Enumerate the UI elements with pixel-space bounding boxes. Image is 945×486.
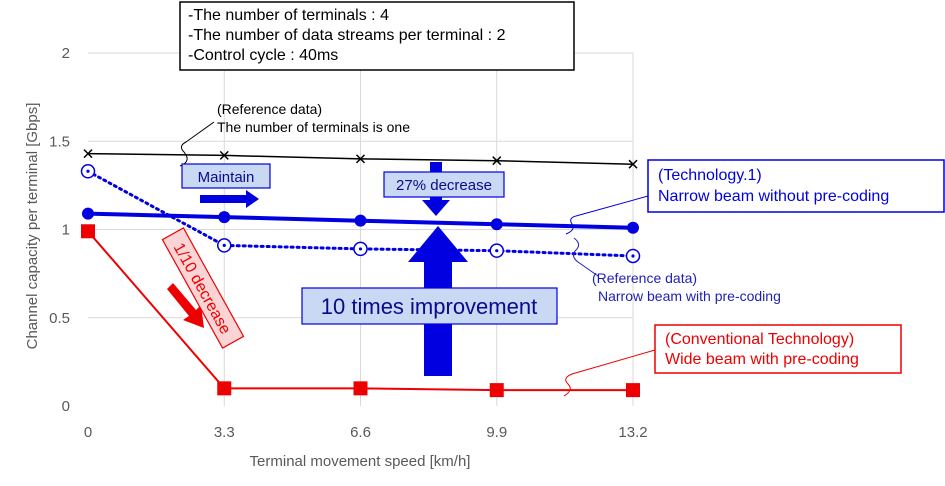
- ref-pre-leader: [572, 237, 599, 277]
- y-tick-label: 2: [62, 45, 70, 62]
- conv-line-2: Wide beam with pre-coding: [665, 351, 859, 368]
- marker-technology1: [490, 218, 503, 231]
- x-axis-title: Terminal movement speed [km/h]: [250, 453, 471, 470]
- maintain-label: Maintain: [198, 169, 255, 186]
- marker-technology1: [354, 214, 367, 227]
- ref-one-leader: [179, 121, 215, 167]
- conv-box: [654, 324, 902, 374]
- marker-conventional: [217, 381, 232, 396]
- x-tick-label: 9.9: [486, 424, 507, 441]
- marker-conventional: [353, 381, 368, 396]
- x-tick-label: 0: [84, 424, 92, 441]
- info-line-3: -Control cycle : 40ms: [188, 47, 338, 64]
- decrease27-label: 27% decrease: [396, 177, 492, 194]
- marker-conventional: [81, 224, 95, 239]
- marker-dot: [222, 243, 226, 247]
- maintain-badge: [181, 163, 271, 189]
- marker-reference_one: [355, 154, 366, 164]
- series-layer: [80, 149, 641, 398]
- decrease27-badge: [383, 171, 505, 198]
- y-tick-label: 0: [62, 398, 70, 415]
- annotation-technology1: (Technology.1) Narrow beam without pre-c…: [565, 159, 945, 235]
- marker-technology1: [218, 211, 231, 224]
- improvement-label: 10 times improvement: [321, 294, 537, 319]
- marker-reference_precoding: [353, 241, 368, 257]
- conv-line-1: (Conventional Technology): [665, 331, 854, 348]
- ref-one-line-1: (Reference data): [217, 101, 322, 117]
- marker-reference_one: [492, 156, 502, 166]
- info-box-frame: [179, 1, 575, 71]
- decrease10-arrow-icon: [167, 283, 204, 328]
- maintain-arrow-icon: [200, 190, 259, 208]
- grid: [88, 52, 634, 406]
- marker-dot: [86, 169, 90, 173]
- info-box: -The number of terminals : 4 -The number…: [179, 1, 575, 71]
- marker-technology1: [82, 207, 94, 220]
- decrease27-group: 27% decrease: [383, 162, 505, 216]
- x-tick-label: 3.3: [214, 424, 235, 441]
- y-tick-label: 0.5: [49, 310, 70, 327]
- tech1-leader: [565, 195, 649, 235]
- marker-reference_precoding: [80, 164, 96, 179]
- info-line-1: -The number of terminals : 4: [188, 7, 389, 24]
- maintain-group: Maintain: [181, 163, 271, 208]
- marker-technology1: [627, 221, 639, 234]
- improvement-group: 10 times improvement: [301, 226, 558, 376]
- ref-pre-line-2: Narrow beam with pre-coding: [598, 288, 781, 304]
- marker-dot: [358, 247, 363, 251]
- y-tick-label: 1: [62, 222, 70, 239]
- marker-reference_precoding: [625, 248, 641, 264]
- tech1-line-1: (Technology.1): [658, 167, 762, 184]
- decrease10-badge: [161, 227, 245, 349]
- ref-pre-line-1: (Reference data): [592, 270, 697, 286]
- annotation-reference-precoding: (Reference data) Narrow beam with pre-co…: [572, 237, 781, 304]
- marker-reference_one: [628, 159, 638, 169]
- y-axis-title: Channel capacity per terminal [Gbps]: [24, 103, 41, 350]
- info-line-2: -The number of data streams per terminal…: [188, 27, 506, 44]
- x-tick-label: 6.6: [350, 424, 371, 441]
- tech1-line-2: Narrow beam without pre-coding: [658, 188, 889, 205]
- annotation-reference-one: (Reference data) The number of terminals…: [179, 101, 410, 167]
- marker-reference_one: [83, 149, 93, 159]
- marker-reference_precoding: [217, 238, 232, 253]
- marker-dot: [495, 249, 499, 253]
- marker-conventional: [489, 383, 504, 398]
- ref-one-line-2: The number of terminals is one: [217, 119, 410, 135]
- marker-reference_one: [219, 150, 229, 160]
- tech1-box: [647, 159, 945, 213]
- annotation-conventional: (Conventional Technology) Wide beam with…: [563, 324, 902, 397]
- marker-dot: [631, 254, 635, 258]
- marker-reference_precoding: [489, 243, 504, 258]
- improvement-badge: [301, 287, 558, 325]
- y-tick-label: 1.5: [49, 133, 70, 150]
- axes: 0 0.5 1 1.5 2 0 3.3 6.6 9.9 13.2: [49, 45, 647, 441]
- x-tick-label: 13.2: [618, 424, 647, 441]
- conv-leader: [563, 349, 656, 397]
- marker-conventional: [626, 383, 640, 398]
